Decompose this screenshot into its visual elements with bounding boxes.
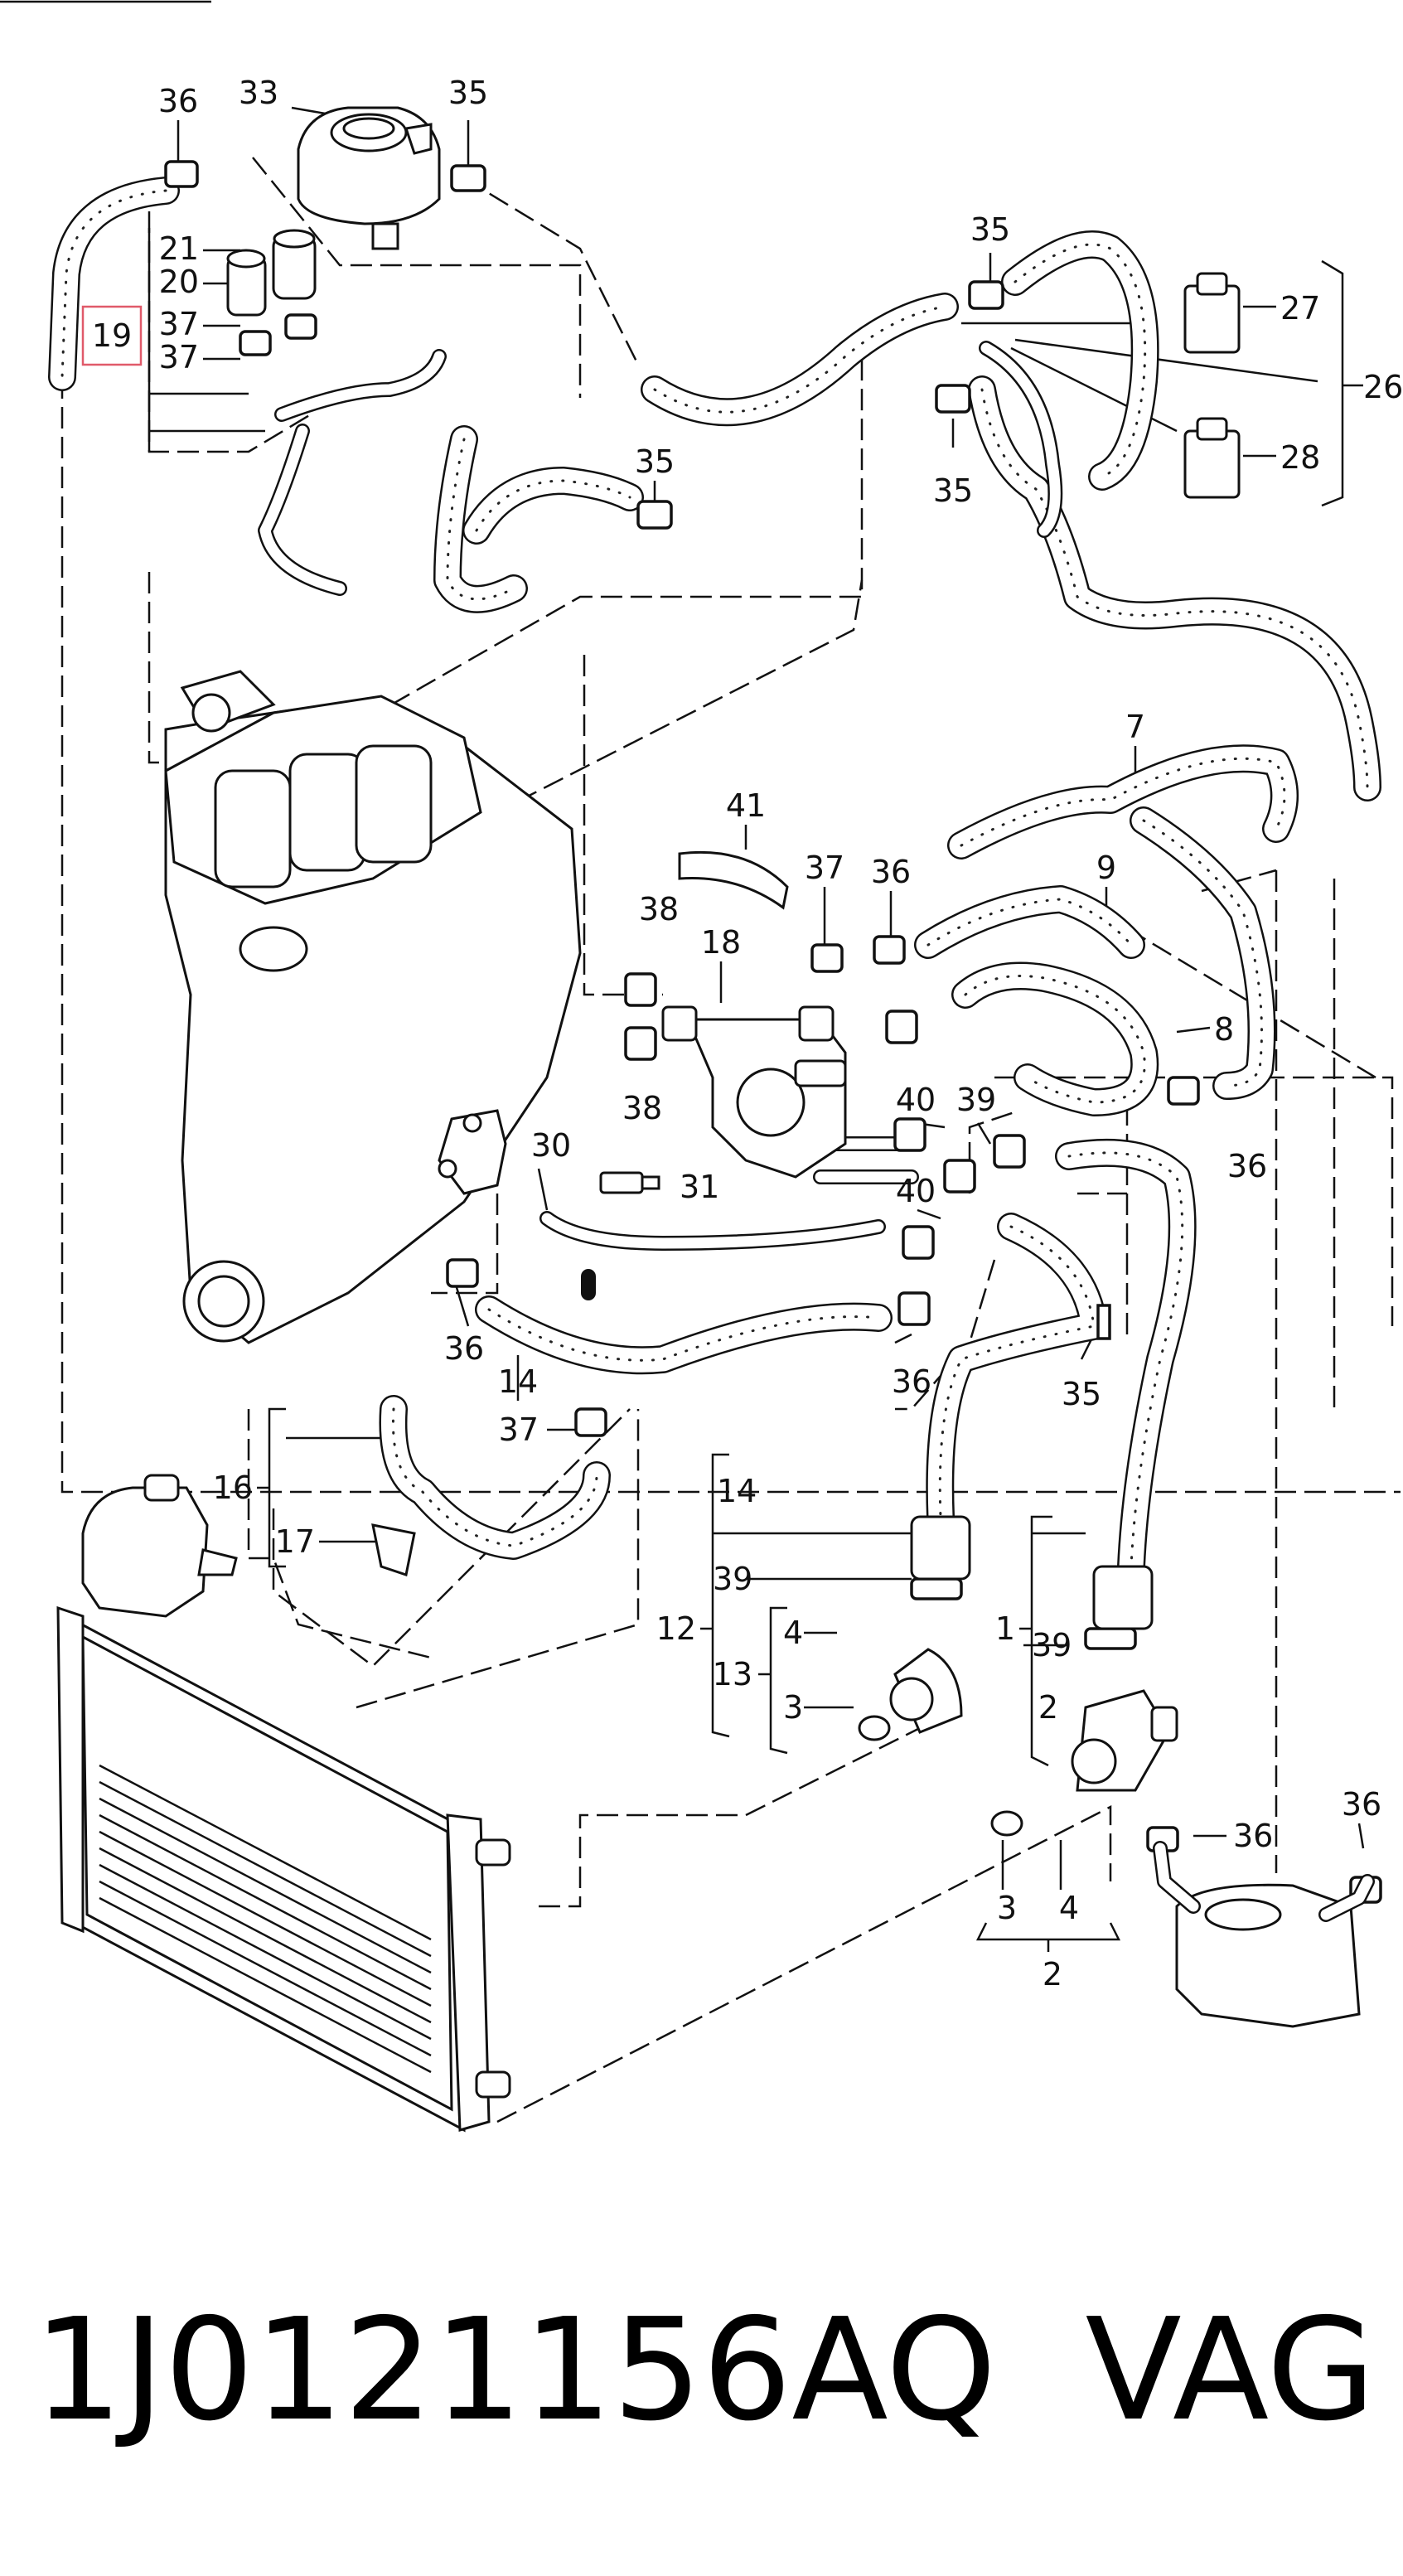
hose-clamps (164, 160, 1382, 1904)
callout-35: 35 (1062, 1376, 1101, 1412)
oil-cooler (1153, 1841, 1375, 2028)
callout-37: 37 (805, 850, 844, 886)
callout-14: 14 (717, 1473, 757, 1509)
callout-2: 2 (1043, 1956, 1062, 1993)
engine-block (164, 670, 582, 1344)
callout-9: 9 (1096, 850, 1116, 886)
callout-19: 19 (92, 317, 132, 354)
callout-36: 36 (158, 83, 198, 119)
callout-36: 36 (1227, 1148, 1267, 1184)
callout-38: 38 (639, 891, 679, 927)
callout-numbers: 36 33 35 21 20 37 37 19 35 35 35 27 28 2… (92, 75, 1403, 1993)
callout-3: 3 (783, 1689, 803, 1726)
hoses (48, 177, 1381, 1581)
callout-27: 27 (1280, 290, 1320, 327)
callout-4: 4 (1059, 1890, 1079, 1926)
callout-35: 35 (970, 211, 1010, 248)
callout-12: 12 (656, 1610, 696, 1647)
radiator (56, 1605, 511, 2133)
callout-4: 4 (783, 1615, 803, 1651)
callout-38: 38 (622, 1090, 662, 1126)
callout-7: 7 (1125, 709, 1145, 745)
part-number: 1J0121156AQ (33, 2288, 997, 2453)
callout-26: 26 (1363, 369, 1403, 405)
callout-36: 36 (892, 1363, 931, 1400)
thermostat-housing (661, 1005, 847, 1179)
callout-36: 36 (1233, 1818, 1273, 1854)
callout-16: 16 (213, 1470, 253, 1506)
callout-35: 35 (635, 443, 675, 480)
coolant-tank-small (81, 1474, 416, 1618)
callout-41: 41 (726, 787, 766, 824)
footer-caption: 1J0121156AQ VAG (33, 2279, 1376, 2462)
callout-30: 30 (531, 1127, 571, 1164)
callout-20: 20 (159, 264, 199, 300)
callout-8: 8 (1214, 1011, 1234, 1048)
callout-39: 39 (713, 1561, 752, 1597)
flange-and-bolt (438, 1109, 660, 1195)
pipes (258, 341, 1063, 1300)
clip-bracket (678, 850, 789, 910)
callout-14: 14 (498, 1363, 538, 1400)
hose-connectors (858, 1515, 1178, 1837)
highlight-box (81, 305, 143, 366)
callout-13: 13 (713, 1656, 752, 1692)
callout-37: 37 (499, 1411, 539, 1448)
callout-2: 2 (1038, 1689, 1058, 1726)
solid-leaders (148, 106, 1365, 1952)
callout-35: 35 (448, 75, 488, 111)
callout-39: 39 (1032, 1627, 1072, 1663)
expansion-tank (297, 106, 441, 250)
callout-1: 1 (995, 1610, 1015, 1647)
callout-36: 36 (444, 1330, 484, 1367)
callout-35: 35 (933, 472, 973, 509)
callout-37: 37 (159, 339, 199, 375)
callout-39: 39 (956, 1082, 996, 1118)
callout-17: 17 (275, 1523, 315, 1560)
callout-21: 21 (159, 230, 199, 267)
callout-33: 33 (239, 75, 278, 111)
callout-40: 40 (896, 1082, 936, 1118)
callout-40: 40 (896, 1173, 936, 1209)
brand-name: VAG (1085, 2288, 1376, 2453)
callout-28: 28 (1280, 439, 1320, 476)
callout-18: 18 (701, 924, 741, 961)
callout-36: 36 (871, 854, 911, 890)
callout-36: 36 (1342, 1786, 1381, 1823)
callout-31: 31 (680, 1169, 719, 1205)
callout-3: 3 (997, 1890, 1017, 1926)
callout-37: 37 (159, 306, 199, 342)
solenoid-valves (1183, 272, 1241, 499)
reservoir-caps (226, 229, 317, 317)
